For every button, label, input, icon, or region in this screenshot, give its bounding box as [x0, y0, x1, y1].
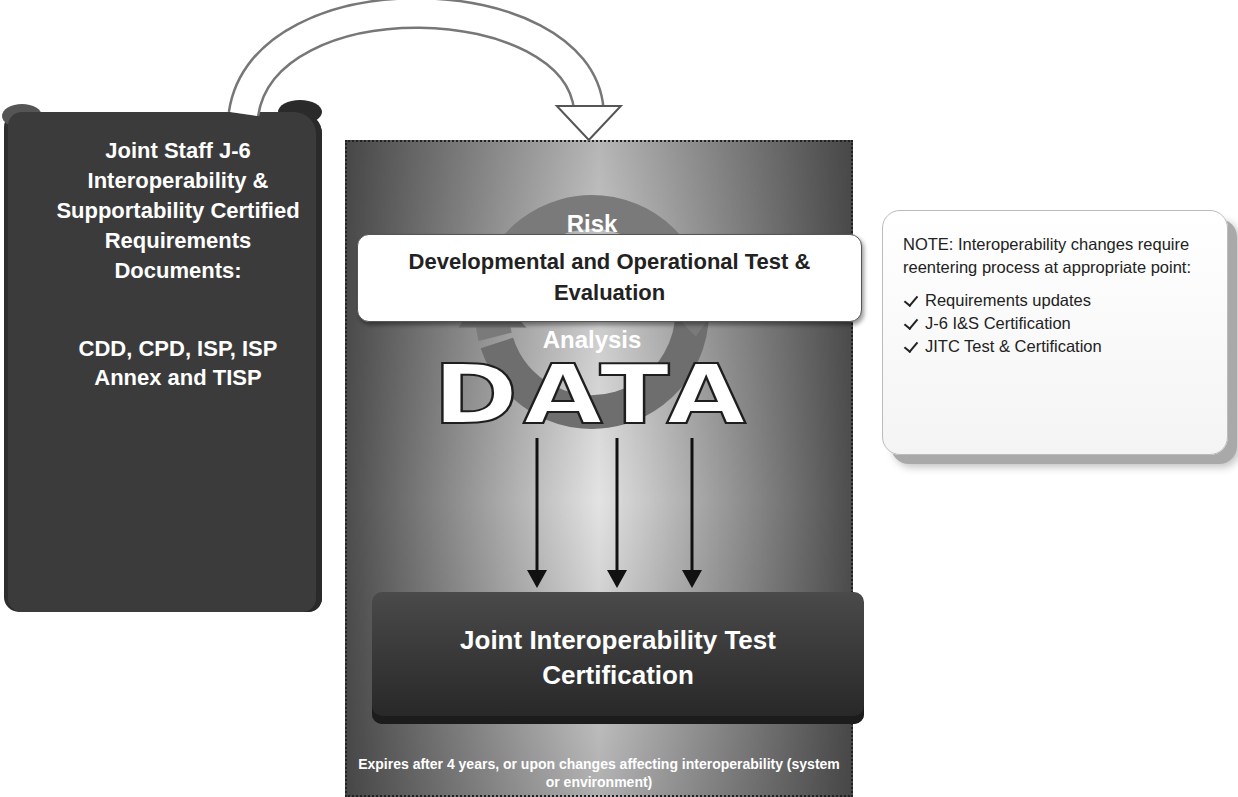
node-text: Developmental and Operational Test & Eva… [370, 247, 849, 309]
scroll-heading: Joint Staff J-6 Interoperability & Suppo… [52, 136, 304, 286]
node-text: NOTE: Interoperability changes require r… [903, 233, 1213, 279]
data-arrowhead [607, 570, 627, 588]
data-arrowhead [682, 570, 702, 588]
data-arrow-line [536, 438, 539, 572]
node-text: Joint Interoperability Test Certificatio… [392, 623, 844, 693]
checklist-item: Requirements updates [903, 289, 1213, 312]
expiry-note: Expires after 4 years, or upon changes a… [357, 755, 841, 791]
document-list: CDD, CPD, ISP, ISP Annex and TISP [52, 334, 304, 394]
flow-arrow-body [244, 13, 589, 114]
checklist-item: J-6 I&S Certification [903, 312, 1213, 335]
data-arrow-line [691, 438, 694, 572]
analysis-label: Analysis [347, 326, 837, 354]
checklist-item: JITC Test & Certification [903, 335, 1213, 358]
test-process-panel: RiskAnalysisDATAExpires after 4 years, o… [345, 140, 853, 797]
data-arrowhead [527, 570, 547, 588]
data-arrow-line [616, 438, 619, 572]
data-label: DATA [286, 354, 899, 436]
test-evaluation-box: Developmental and Operational Test & Eva… [357, 234, 862, 322]
flow-arrowhead [557, 106, 621, 140]
flow-arrow-outline [244, 13, 589, 114]
certification-scroll: Joint Interoperability Test Certificatio… [372, 592, 864, 724]
note-box: NOTE: Interoperability changes require r… [882, 210, 1228, 455]
requirements-scroll: Joint Staff J-6 Interoperability & Suppo… [8, 112, 322, 612]
